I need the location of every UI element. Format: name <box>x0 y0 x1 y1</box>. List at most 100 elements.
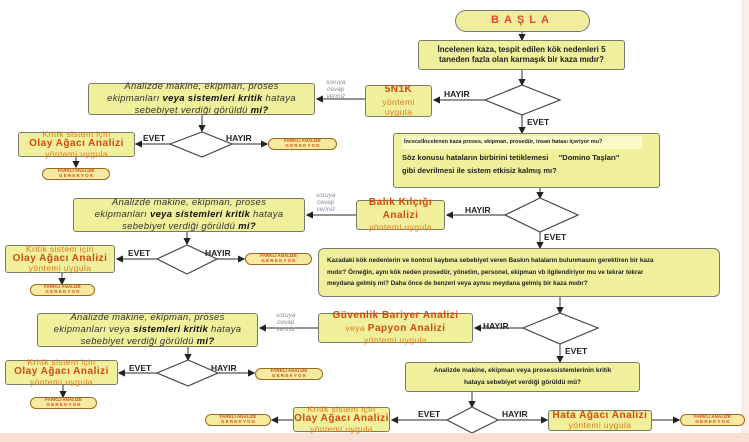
q2-line2a: Söz konusu hataların birbirini tetikleme… <box>402 152 549 162</box>
pill-l2: G E R E K Y O K <box>45 289 80 294</box>
pill-l2: G E R E K Y O K <box>220 419 256 424</box>
c2-b2: veya sistemleri kritik <box>149 209 251 221</box>
method-5n1k-title: 5N1K <box>384 84 413 96</box>
yes-label: EVET <box>527 117 550 127</box>
eta3-l3: yöntemi uygula <box>30 376 93 387</box>
method-5n1k-line2: yöntemi <box>382 96 415 107</box>
start-terminal: BAŞLA <box>455 10 590 32</box>
eta1-l2a: Olay Ağacı <box>29 138 86 150</box>
q3-line2: mıdır? Örneğin, aynı kök neden prosedür,… <box>327 268 644 276</box>
fta-line2: yöntemi uygula <box>568 420 632 431</box>
c3-c1: sebebiyet verdiği görüldü <box>80 335 194 347</box>
pill-l2: G E R E K Y O K <box>58 173 94 178</box>
note-l2: cevap <box>327 85 345 93</box>
question-domino: İncecelİncelenen kaza proses, ekipman, p… <box>393 133 660 188</box>
fishbone-title2: Analizi <box>382 209 419 221</box>
method-fault-tree: Hata Ağacı Analizi yöntemi uygula <box>548 410 652 431</box>
eta2-l3: yöntemi uygula <box>28 263 92 274</box>
c3-line1: Analizde makine, ekipman, proses <box>70 312 225 324</box>
note-l3: veriniz <box>276 325 296 333</box>
pill-l2: G E R E K Y O K <box>271 373 307 378</box>
q1-line2: taneden fazla olan karmaşık bir kaza mıd… <box>439 55 604 64</box>
eta1-l1: Kritik sistem için <box>42 129 111 140</box>
event-tree-box-4: Kritik sistem için Olay Ağacı Analizi yö… <box>293 404 390 433</box>
c3-b3: hataya <box>211 324 242 336</box>
decision-diamond-a1 <box>168 131 234 158</box>
yes-label: EVET <box>544 232 567 242</box>
q4-line1: Analizde makine, ekipman veya prosessist… <box>433 366 612 374</box>
no-label: HAYIR <box>465 205 491 215</box>
question-critical-3: Analizde makine, ekipman, proses ekipman… <box>37 312 258 347</box>
note-l3: veriniz <box>326 92 346 100</box>
yes-label: EVET <box>143 133 166 143</box>
eta2-l2b: Analizi <box>71 252 108 264</box>
c2-b3: hataya <box>253 209 284 221</box>
bottom-strip <box>0 433 749 442</box>
pill-l1: FARKLI ANALİZE <box>44 284 81 290</box>
pill-l1: FARKLI ANALİZE <box>45 397 82 403</box>
question-critical-1: Analizde makine, ekipman, proses ekipman… <box>88 81 315 116</box>
yes-label: EVET <box>128 248 151 258</box>
c1-line1: Analizde makine, ekipman, proses <box>124 81 279 93</box>
pill-l2: G E R E K Y O K <box>285 143 320 148</box>
decision-diamond-a2 <box>155 244 219 275</box>
pill-l1: FARKLI ANALİZE <box>219 414 257 420</box>
note-l3: veriniz <box>316 205 336 213</box>
c3-b2: sistemleri kritik <box>133 324 209 336</box>
method-5n1k: 5N1K yöntemi uygula <box>365 84 432 118</box>
c1-c1: sebebiyet verdiği görüldü <box>134 104 248 116</box>
q1-line1: İncelenen kaza, tespit edilen kök nedenl… <box>437 45 606 54</box>
fishbone-line3: yöntemi uygula <box>369 222 432 233</box>
question-critical-2: Analizde makine, ekipman, proses ekipman… <box>73 197 305 232</box>
event-tree-box-3: Kritik sistem için Olay Ağacı Analizi yö… <box>5 357 118 387</box>
note-l1: soruya <box>326 79 346 86</box>
event-tree-box-2: Kritik sistem için Olay Ağacı Analizi yö… <box>5 244 115 274</box>
note-l2: cevap <box>277 318 295 326</box>
barrier-line3: yöntemi uygula <box>364 335 427 346</box>
pill-l1: FARKLI ANALİZE <box>270 368 308 374</box>
note-l2: cevap <box>317 198 335 206</box>
no-label: HAYIR <box>211 363 237 373</box>
eta1-l3: yöntemi uygula <box>45 148 108 159</box>
no-label: HAYIR <box>205 248 231 258</box>
eta2-l2a: Olay Ağacı <box>12 252 69 264</box>
no-label: HAYIR <box>483 321 509 331</box>
decision-diamond-4 <box>445 406 500 434</box>
question-complex-accident: İncelenen kaza, tespit edilen kök nedenl… <box>418 40 625 70</box>
decision-diamond-3 <box>521 312 600 345</box>
eta3-l2a: Olay Ağacı <box>14 366 71 378</box>
c3-c2: mi? <box>196 335 215 347</box>
pill-l1: FARKLI ANALİZE <box>694 414 731 420</box>
eta3-l2b: Analizi <box>73 366 109 378</box>
eta4-l2a: Olay Ağacı <box>294 413 351 425</box>
c1-b3: hataya <box>265 93 296 105</box>
question-critical-systems: Analizde makine, ekipman veya prosessist… <box>405 362 640 392</box>
method-5n1k-line3: uygula <box>384 107 413 118</box>
yes-label: EVET <box>129 363 152 373</box>
c2-c1: sebebiyet verdiği görüldü <box>122 220 236 232</box>
method-barrier-bowtie: Güvenlik Bariyer Analizi veya Papyon Ana… <box>318 310 473 346</box>
question-dominant-errors: Kazadaki kök nedenlerin ve kontrol kaybı… <box>318 248 720 297</box>
c1-b2: veya sistemleri kritik <box>162 93 263 105</box>
no-label: HAYIR <box>502 409 528 419</box>
barrier-title1: Güvenlik Bariyer Analizi <box>332 310 459 322</box>
pill-l2: G E R E K Y O K <box>261 258 296 263</box>
q4-line2: hataya sebebiyet verdiği görüldü mü? <box>463 379 582 386</box>
eta4-l1: Kritik sistem için <box>307 404 376 415</box>
eta3-l1: Kritik sistem için <box>27 357 96 368</box>
c2-line1: Analizde makine, ekipman, proses <box>111 197 267 209</box>
barrier-title2: Papyon Analizi <box>367 322 446 334</box>
pill-l1: FARKLI ANALİZE <box>57 168 95 174</box>
q3-line3: meydana gelmiş mi? Daha önce de benzeri … <box>327 280 588 288</box>
c1-c2: mi? <box>250 104 269 116</box>
q2-line1: İncecelİncelenen kaza proses, ekipman, p… <box>402 136 642 149</box>
